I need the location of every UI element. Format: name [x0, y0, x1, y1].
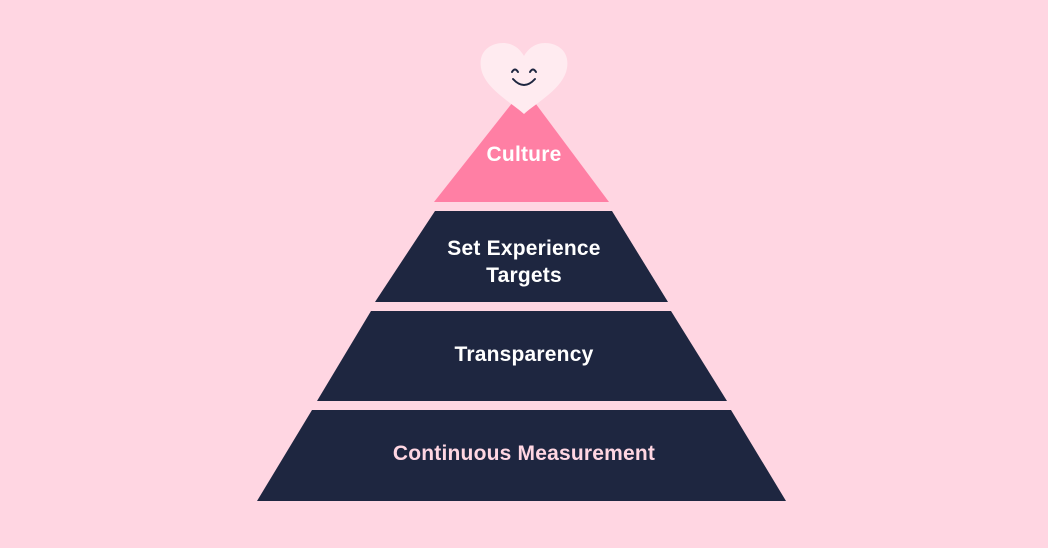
- smiling-heart-icon: [480, 43, 568, 114]
- tier-label-transparency: Transparency: [454, 343, 594, 366]
- tier-label-set-experience-line1: Set Experience: [447, 237, 601, 260]
- tier-set-experience-targets: [375, 211, 668, 302]
- tier-culture: [434, 88, 609, 202]
- tier-label-continuous-measurement: Continuous Measurement: [392, 442, 656, 465]
- tier-continuous-measurement: [257, 410, 786, 501]
- tier-transparency: [317, 311, 727, 401]
- tier-label-set-experience-line2: Targets: [486, 264, 562, 287]
- tier-label-culture: Culture: [486, 143, 562, 166]
